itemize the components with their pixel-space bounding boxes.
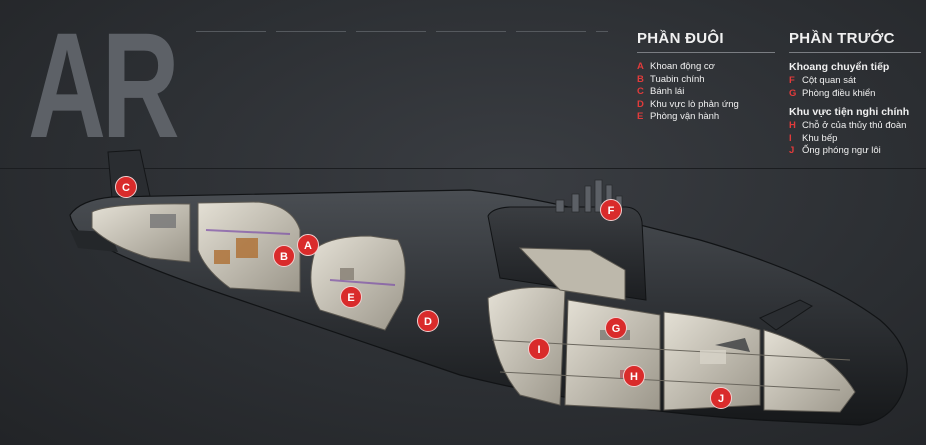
svg-text:F: F xyxy=(608,205,615,217)
marker-i[interactable]: I xyxy=(528,338,550,360)
masts xyxy=(555,179,623,213)
marker-e[interactable]: E xyxy=(340,286,362,308)
svg-text:B: B xyxy=(280,251,288,263)
bow-plane xyxy=(759,299,813,331)
svg-text:E: E xyxy=(347,292,354,304)
divider xyxy=(196,31,608,32)
svg-text:I: I xyxy=(537,344,540,356)
svg-text:A: A xyxy=(304,240,312,252)
horizon-line xyxy=(0,168,926,169)
svg-text:C: C xyxy=(122,182,130,194)
marker-c[interactable]: C xyxy=(115,176,137,198)
marker-h[interactable]: H xyxy=(623,365,645,387)
svg-text:D: D xyxy=(424,316,432,328)
marker-a[interactable]: A xyxy=(297,234,319,256)
svg-text:G: G xyxy=(612,323,621,335)
svg-text:H: H xyxy=(630,371,638,383)
legend-forward-heading: PHẦN TRƯỚC xyxy=(789,30,921,53)
aft-machinery xyxy=(150,214,354,280)
marker-g[interactable]: G xyxy=(605,317,627,339)
legend-group-title: Khoang chuyển tiếp xyxy=(789,61,890,73)
svg-text:J: J xyxy=(718,393,724,405)
marker-b[interactable]: B xyxy=(273,245,295,267)
marker-j[interactable]: J xyxy=(710,387,732,409)
pipes xyxy=(205,229,396,286)
legend-aft-heading: PHẦN ĐUÔI xyxy=(637,30,775,53)
deck-lines xyxy=(491,339,851,391)
marker-f[interactable]: F xyxy=(600,199,622,221)
marker-d[interactable]: D xyxy=(417,310,439,332)
legend-group-title: Khu vực tiện nghi chính xyxy=(789,106,910,118)
page-title: AR xyxy=(28,1,180,169)
